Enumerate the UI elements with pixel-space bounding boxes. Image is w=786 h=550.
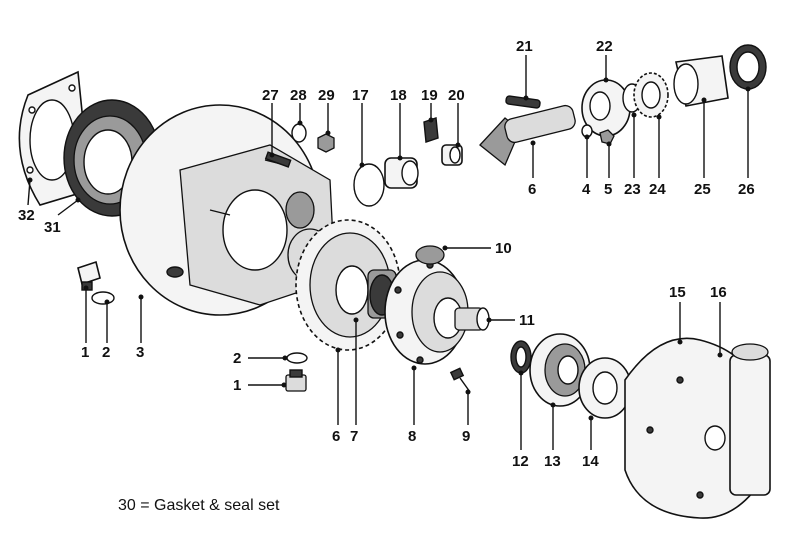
part-28-washer [291,123,307,143]
callout-23: 23 [624,181,641,198]
callout-19: 19 [421,87,438,104]
callout-4: 4 [582,181,591,198]
part-5-small-bolt [599,129,615,145]
callout-5: 5 [604,181,612,198]
callout-13: 13 [544,453,561,470]
part-2-washer-middle [286,352,308,364]
callout-3: 3 [136,344,144,361]
callout-18: 18 [390,87,407,104]
part-1-plug-middle [285,369,307,392]
callout-1-left: 1 [81,344,89,361]
callout-2-middle: 2 [233,350,241,367]
callout-32: 32 [18,207,35,224]
part-18-bushing [384,157,419,189]
part-10-small-gear [415,245,445,265]
part-8-flange-carrier [384,259,469,365]
callout-15: 15 [669,284,686,301]
callout-numbers: 1 2 3 2 1 6 7 8 9 10 11 12 13 14 15 16 1… [18,38,755,470]
part-17-o-ring [353,163,385,207]
part-14-shim [578,357,632,419]
part-6-pinion-gear [479,104,576,167]
callout-17: 17 [352,87,369,104]
callout-24: 24 [649,181,666,198]
part-32-gasket [18,70,91,206]
part-26-seal [729,44,767,90]
callout-7: 7 [350,428,358,445]
part-2-washer-left [91,291,115,305]
callout-22: 22 [596,38,613,55]
callout-12: 12 [512,453,529,470]
leader-lines [27,55,749,450]
leader-dots [27,77,751,421]
part-1-plug-left [77,260,101,291]
callout-29: 29 [318,87,335,104]
part-13-bearing [529,333,591,407]
callout-11: 11 [519,312,535,329]
callout-21: 21 [516,38,533,55]
callout-8: 8 [408,428,416,445]
callout-28: 28 [290,87,307,104]
callout-14: 14 [582,453,599,470]
callout-6-lower: 6 [332,428,340,445]
part-20-sleeve [441,144,463,166]
gasket-seal-set-note: 30 = Gasket & seal set [118,497,280,514]
part-25-threaded-sleeve [673,55,729,107]
part-24-star-washer [633,72,669,118]
part-9-bolt [449,367,471,393]
callout-25: 25 [694,181,711,198]
callout-16: 16 [710,284,727,301]
part-12-seal-ring [510,340,532,374]
callout-2-left: 2 [102,344,110,361]
part-16-neck [729,343,771,496]
callout-9: 9 [462,428,470,445]
callout-1-middle: 1 [233,377,241,394]
callout-10: 10 [495,240,512,257]
part-11-shaft [454,307,490,331]
callout-31: 31 [44,219,61,236]
callout-26: 26 [738,181,755,198]
part-29-nut [317,133,335,153]
callout-20: 20 [448,87,465,104]
callout-27: 27 [262,87,279,104]
part-21-pin [505,95,541,109]
callout-6-upper: 6 [528,181,536,198]
